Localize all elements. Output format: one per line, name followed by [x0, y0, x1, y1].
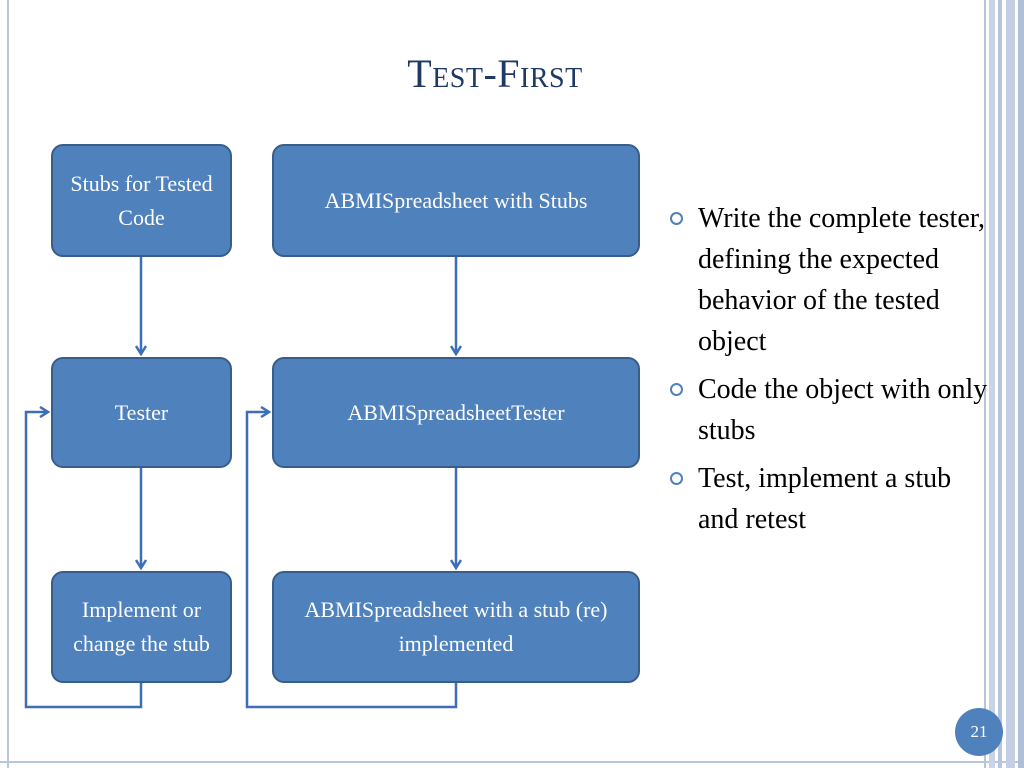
- box-label: ABMISpreadsheetTester: [347, 399, 565, 425]
- box-label: ABMISpreadsheet with Stubs: [324, 187, 588, 213]
- box-stubs-for-tested-code: Stubs for Tested Code: [51, 144, 232, 257]
- loop-arrow-implement-to-tester: [24, 412, 143, 709]
- bullet-text: Write the complete tester, defining the …: [698, 203, 985, 357]
- box-tester: Tester: [51, 357, 232, 468]
- frame-right-stripe: [989, 0, 995, 768]
- box-label: Implement or change the stub: [73, 597, 210, 656]
- page-number-badge: 21: [955, 708, 1003, 756]
- bullet-circle-icon: [670, 383, 683, 396]
- slide-title: Test-First: [407, 51, 583, 96]
- box-label: Tester: [114, 399, 169, 425]
- box-label: ABMISpreadsheet with a stub (re) impleme…: [304, 597, 608, 656]
- bullet-item: Write the complete tester, defining the …: [668, 198, 998, 362]
- bullet-text: Test, implement a stub and retest: [698, 463, 952, 535]
- box-label: Stubs for Tested Code: [70, 170, 213, 230]
- bullet-item: Test, implement a stub and retest: [668, 458, 998, 540]
- bullet-item: Code the object with only stubs: [668, 369, 998, 451]
- box-abmi-stub-implemented: ABMISpreadsheet with a stub (re) impleme…: [272, 571, 640, 683]
- box-implement-stub: Implement or change the stub: [51, 571, 232, 683]
- bullet-text: Code the object with only stubs: [698, 374, 988, 446]
- bullet-circle-icon: [670, 472, 683, 485]
- box-abmi-with-stubs: ABMISpreadsheet with Stubs: [272, 144, 640, 257]
- frame-right-stripe: [984, 0, 986, 768]
- frame-bottom-line: [0, 761, 1024, 763]
- frame-right-stripe: [1006, 0, 1015, 768]
- box-abmi-tester: ABMISpreadsheetTester: [272, 357, 640, 468]
- bullet-circle-icon: [670, 212, 683, 225]
- bullet-list: Write the complete tester, defining the …: [668, 198, 998, 547]
- frame-left-line: [7, 0, 9, 768]
- frame-right-stripe: [1018, 0, 1024, 768]
- loop-arrow-implemented-to-abmi-tester: [245, 412, 458, 709]
- frame-right-stripe: [998, 0, 1002, 768]
